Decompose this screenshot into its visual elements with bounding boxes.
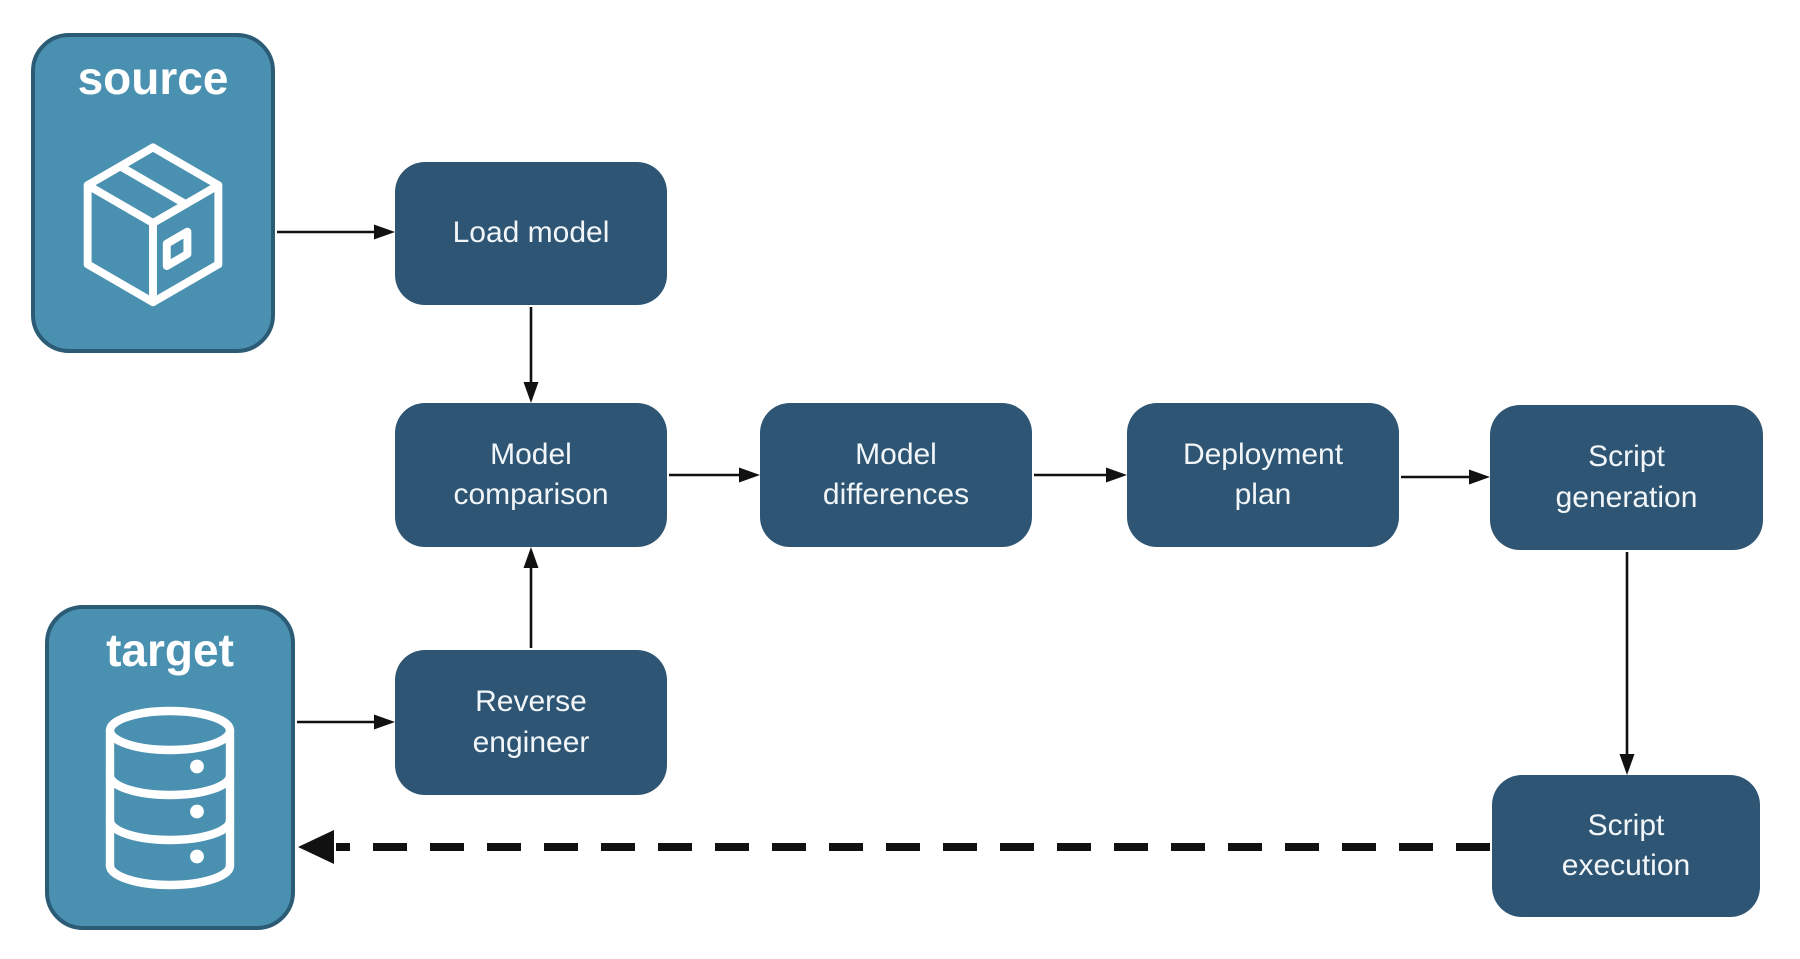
node-load-model-label: Load model	[452, 216, 610, 250]
node-reverse-engineer: Reverse engineer	[395, 650, 667, 795]
node-deployment-plan: Deployment plan	[1127, 403, 1399, 547]
edge-source-to-load-model	[277, 224, 395, 240]
edge-deployment-plan-to-script-generation	[1401, 469, 1490, 485]
edge-load-model-to-model-comparison	[523, 307, 539, 403]
node-model-comparison: Model comparison	[395, 403, 667, 547]
edge-model-differences-to-deployment-plan	[1034, 467, 1127, 483]
node-reverse-engineer-label: Reverse engineer	[472, 685, 590, 759]
edge-target-to-reverse-engineer	[297, 714, 395, 730]
node-model-differences: Model differences	[760, 403, 1032, 547]
endpoint-source-label: source	[77, 52, 229, 104]
node-load-model: Load model	[395, 162, 667, 305]
node-script-generation-label: Script generation	[1555, 440, 1698, 514]
node-script-execution-label: Script execution	[1561, 808, 1691, 883]
endpoint-target-label: target	[106, 624, 234, 676]
node-deployment-plan-label: Deployment plan	[1182, 437, 1344, 512]
package-icon	[67, 104, 239, 349]
endpoint-target: target	[45, 605, 295, 930]
database-icon	[95, 676, 245, 926]
edge-reverse-engineer-to-model-comparison	[523, 547, 539, 648]
node-model-differences-label: Model differences	[822, 437, 970, 512]
endpoint-source: source	[31, 33, 275, 353]
edge-model-comparison-to-model-differences	[669, 467, 760, 483]
edge-script-generation-to-script-execution	[1619, 552, 1635, 775]
edge-script-execution-to-target-dashed	[298, 830, 1490, 864]
node-script-execution: Script execution	[1492, 775, 1760, 917]
node-model-comparison-label: Model comparison	[453, 437, 609, 512]
node-script-generation: Script generation	[1490, 405, 1763, 550]
